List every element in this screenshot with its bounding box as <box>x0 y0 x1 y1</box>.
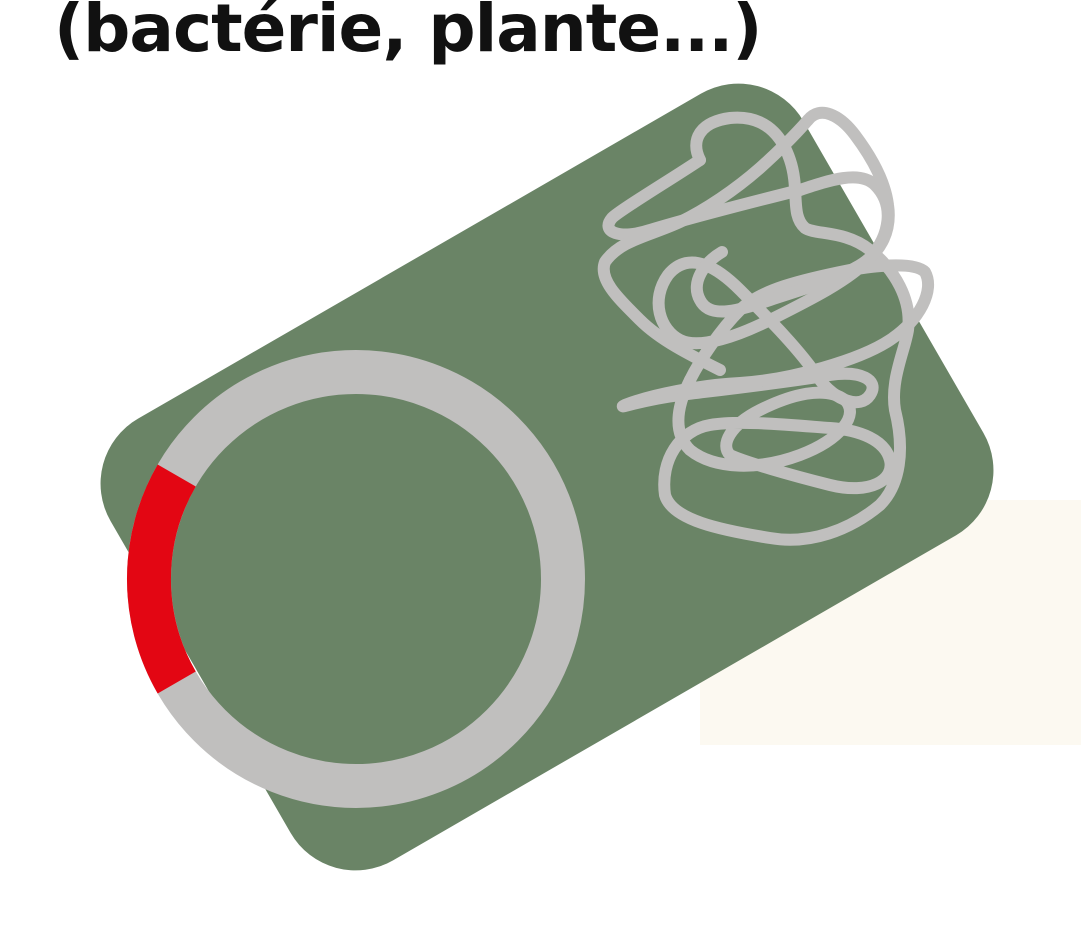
heading-title: (bactérie, plante...) <box>54 0 761 62</box>
